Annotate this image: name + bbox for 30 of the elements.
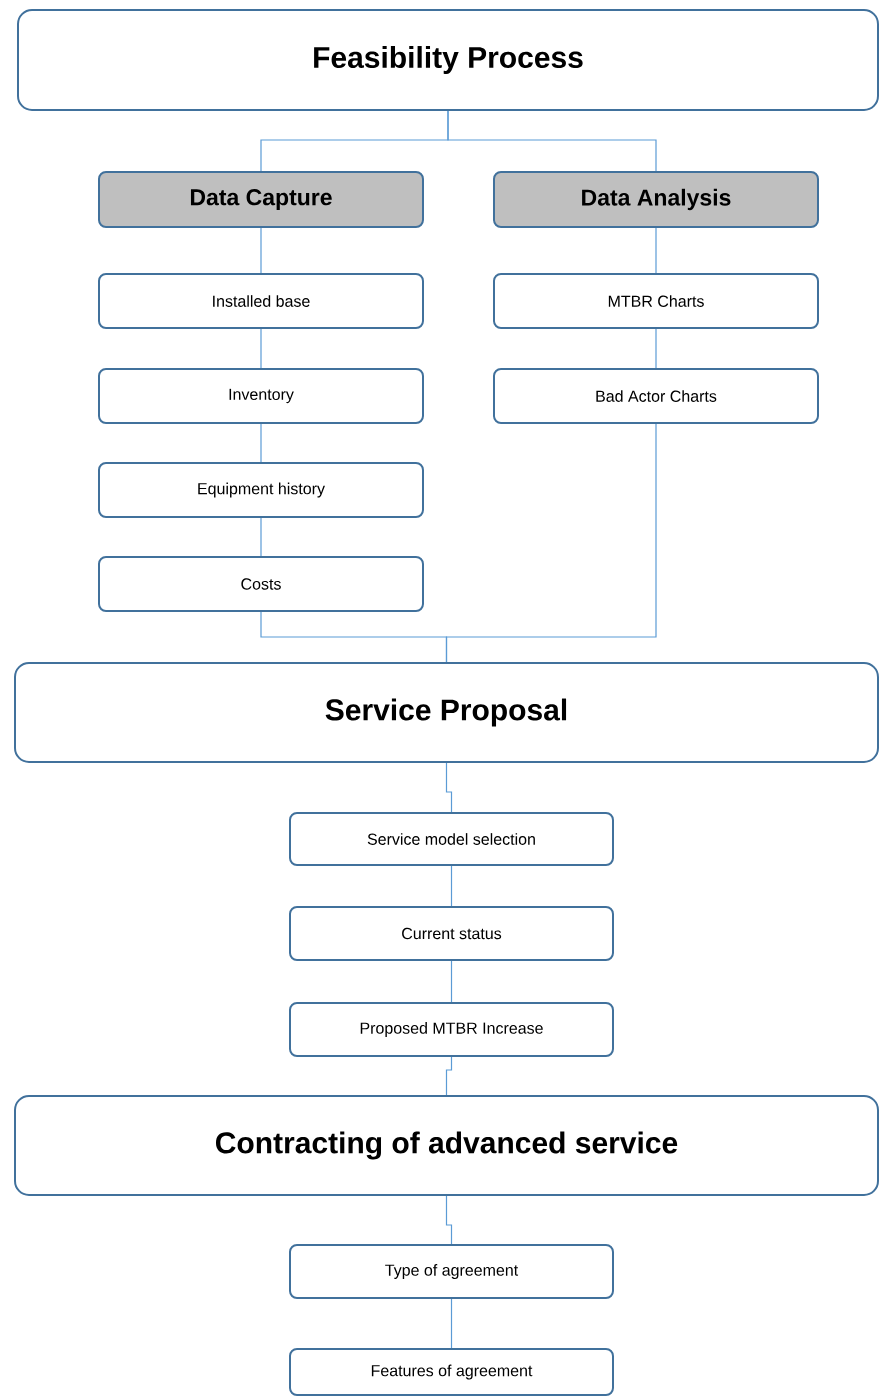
stage-box: Feasibility Process [17, 9, 879, 111]
connector-line [445, 423, 657, 663]
process-box: Current status [289, 906, 614, 961]
connector-line [450, 865, 453, 907]
connector-line [447, 110, 657, 172]
stage-box: Service Proposal [14, 662, 879, 763]
connector-line [655, 227, 657, 274]
process-box: Costs [98, 556, 424, 612]
connector-line [260, 227, 262, 274]
process-box: Proposed MTBR Increase [289, 1002, 614, 1057]
process-box: Bad Actor Charts [493, 368, 819, 424]
connector-line [445, 1056, 453, 1096]
process-box: MTBR Charts [493, 273, 819, 329]
process-box: Type of agreement [289, 1244, 614, 1299]
connector-line [450, 1298, 453, 1349]
process-box: Equipment history [98, 462, 424, 518]
category-box: Data Analysis [493, 171, 819, 228]
connector-line [655, 328, 657, 369]
process-box: Installed base [98, 273, 424, 329]
connector-line [450, 960, 453, 1003]
process-box: Features of agreement [289, 1348, 614, 1396]
connector-line [260, 328, 262, 369]
connector-line [445, 1195, 453, 1245]
connector-line [260, 423, 262, 463]
category-box: Data Capture [98, 171, 424, 228]
stage-box: Contracting of advanced service [14, 1095, 879, 1196]
connector-line [260, 517, 262, 557]
process-box: Service model selection [289, 812, 614, 866]
process-box: Inventory [98, 368, 424, 424]
connector-line [445, 762, 453, 813]
